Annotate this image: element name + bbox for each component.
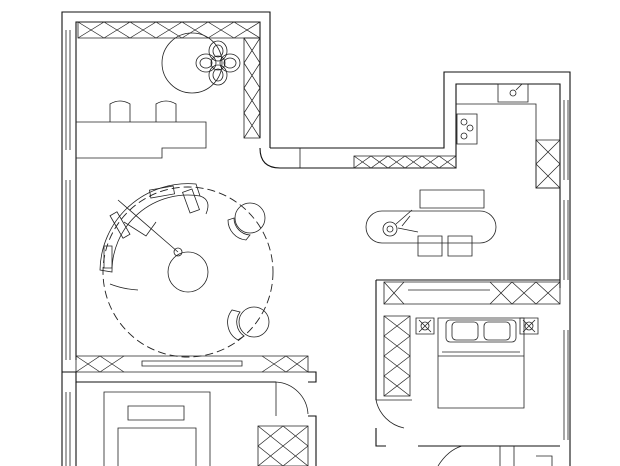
study xyxy=(104,382,316,466)
bedroom-door-swing xyxy=(376,400,412,428)
sideboard-shelf xyxy=(142,361,242,366)
sofa-spoke-a xyxy=(118,200,178,252)
sofa-spoke-b xyxy=(124,222,156,236)
corridor-cabinet xyxy=(354,156,456,168)
sofa-end xyxy=(200,196,208,214)
dining-center-lamp xyxy=(168,252,208,292)
island-bench xyxy=(420,190,484,208)
bottom-chair-arc xyxy=(438,446,462,466)
bar-counter xyxy=(76,122,206,158)
bed-blanket-fold xyxy=(438,352,524,356)
kitchen-island xyxy=(366,211,496,243)
dining-sideboard xyxy=(76,356,308,372)
bedroom-wardrobe-top xyxy=(384,282,560,304)
pillow-left xyxy=(452,322,478,340)
study-cabinet xyxy=(258,426,308,466)
lounge-chair-right-top xyxy=(228,203,265,240)
bedroom-walls xyxy=(376,280,560,446)
study-chair xyxy=(118,428,196,466)
dining-lower-wall xyxy=(62,372,316,382)
lounge-top-cabinet xyxy=(78,22,260,38)
kitchen-tall-cabinet xyxy=(536,140,560,188)
bar-stools xyxy=(110,101,176,122)
lounge-side-cabinet xyxy=(244,38,260,138)
lounge-round-table xyxy=(162,33,222,93)
bedroom-wardrobe-side xyxy=(384,316,410,396)
pillow-right xyxy=(484,322,510,340)
bed xyxy=(438,318,524,408)
bed-headboard xyxy=(446,320,516,342)
island-stool-b xyxy=(448,236,472,256)
bedroom xyxy=(376,280,560,466)
kitchen-sink xyxy=(498,84,528,102)
dining-table-outline xyxy=(103,187,273,357)
lamp-point xyxy=(174,248,182,256)
island-stool-a xyxy=(418,236,442,256)
study-desk-frame xyxy=(104,392,210,466)
sofa-arm xyxy=(110,284,138,290)
exterior-walls xyxy=(62,12,570,466)
study-monitor xyxy=(128,406,184,420)
lounge-chair-right-bottom xyxy=(228,307,269,340)
study-door-swing xyxy=(276,382,308,416)
nightstand-left xyxy=(416,318,434,334)
sofa-cushions xyxy=(104,186,199,268)
flower-ornament xyxy=(196,41,240,85)
kitchen xyxy=(300,84,560,256)
lounge xyxy=(76,22,260,158)
island-vase xyxy=(383,210,418,236)
study-right-wall xyxy=(308,416,316,466)
kitchen-counter xyxy=(456,104,560,188)
nightstand-right xyxy=(520,318,538,334)
bottom-fixtures xyxy=(500,446,552,466)
cooktop-icon xyxy=(457,114,477,144)
dining xyxy=(62,184,316,382)
